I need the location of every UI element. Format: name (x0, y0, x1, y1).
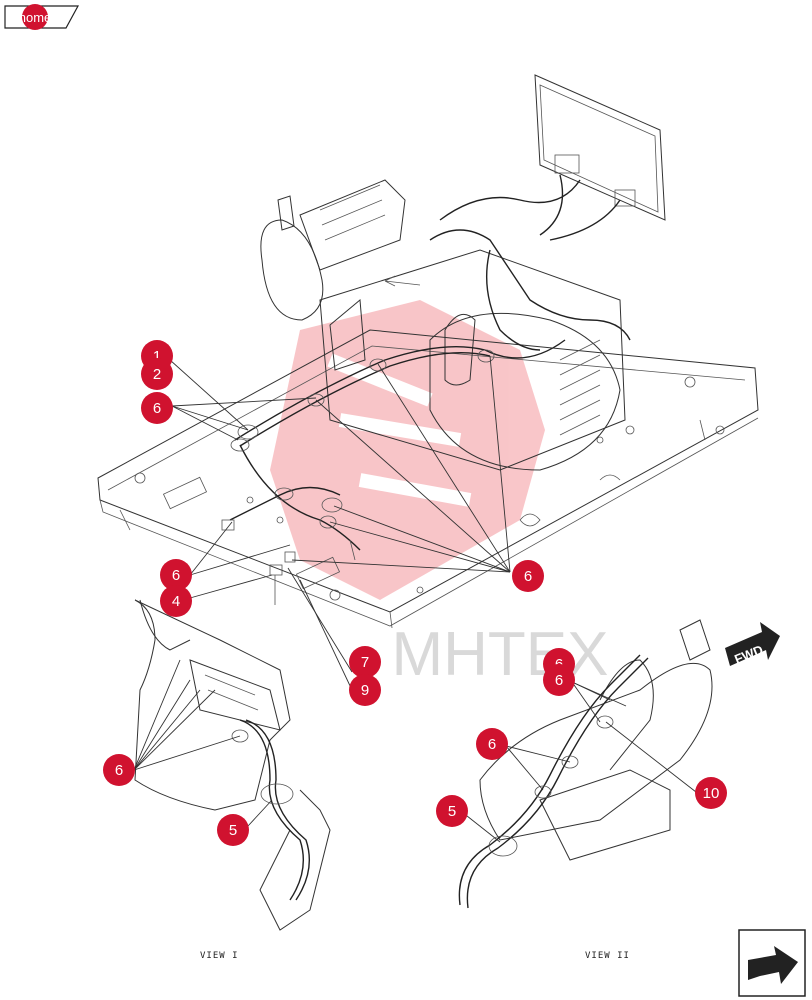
callout-10[interactable]: 10 (695, 777, 727, 809)
callout-6-a[interactable]: 6 (141, 392, 173, 424)
view-ii-drawing (458, 619, 713, 909)
callout-6-b-label: 6 (172, 567, 180, 584)
callout-2-label: 2 (153, 366, 161, 383)
callout-6-f-label: 6 (555, 672, 563, 689)
seat-console (260, 179, 626, 471)
callout-2[interactable]: 2 (141, 358, 173, 390)
wire-harness (221, 174, 631, 605)
callout-5-a-label: 5 (229, 822, 237, 839)
callout-4[interactable]: 4 (160, 585, 192, 617)
watermark (270, 300, 545, 600)
callout-5-b[interactable]: 5 (436, 795, 468, 827)
callout-6-g[interactable]: 6 (476, 728, 508, 760)
callout-6-d[interactable]: 6 (103, 754, 135, 786)
home-label: home (19, 10, 52, 25)
next-page-arrow-icon (748, 946, 798, 984)
callout-5-b-label: 5 (448, 803, 456, 820)
callout-9[interactable]: 9 (349, 674, 381, 706)
callout-6-f[interactable]: 6 (543, 664, 575, 696)
callout-6-c-label: 6 (524, 568, 532, 585)
callout-7-label: 7 (361, 654, 369, 671)
view-ii-label: VIEW II (585, 951, 630, 961)
view-i-drawing (134, 599, 331, 931)
home-button[interactable]: home (4, 4, 80, 30)
callout-9-label: 9 (361, 682, 369, 699)
controller-box (534, 74, 666, 221)
callout-6-d-label: 6 (115, 762, 123, 779)
callout-4-label: 4 (172, 593, 180, 610)
callouts: 1 2 6 6 4 6 7 9 6 5 6 6 6 5 10 (103, 340, 727, 846)
callout-1-label: 1 (153, 348, 161, 365)
callout-7[interactable]: 7 (349, 646, 381, 678)
callout-6-b[interactable]: 6 (160, 559, 192, 591)
next-page-button[interactable] (738, 929, 806, 997)
floor-plate (97, 329, 759, 629)
callout-6-a-label: 6 (153, 400, 161, 417)
callout-6-g-label: 6 (488, 736, 496, 753)
callout-5-a[interactable]: 5 (217, 814, 249, 846)
callout-6-c[interactable]: 6 (512, 560, 544, 592)
leader-lines (133, 355, 697, 843)
fwd-arrow-icon: FWD (725, 622, 780, 667)
view-i-label: VIEW I (200, 951, 239, 961)
watermark-text: MHTEX (392, 620, 609, 689)
callout-10-label: 10 (703, 785, 720, 802)
